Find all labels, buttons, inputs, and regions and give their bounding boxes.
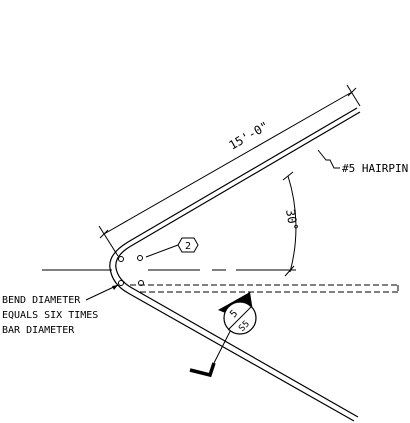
extension-line-left — [98, 225, 119, 257]
section-cut-end — [189, 362, 216, 378]
section-marker — [189, 291, 257, 378]
tick-right — [347, 87, 357, 97]
angle-tick-bottom — [284, 265, 295, 277]
section-bubble-divider — [227, 305, 253, 331]
dimension-length-label: 15'-0" — [227, 119, 272, 153]
cross-bar-bottom-left — [118, 280, 124, 286]
angle-tick-top — [282, 171, 294, 181]
callout-leader — [145, 244, 179, 258]
callout-number: 2 — [185, 241, 191, 252]
bend-note-leader — [85, 284, 119, 301]
cross-bar-top-right — [137, 255, 143, 261]
bend-note-line-2: EQUALS SIX TIMES — [2, 310, 98, 321]
bend-note-line-1: BEND DIAMETER — [2, 295, 81, 306]
length-dimension — [98, 84, 361, 257]
angle-label: 30° — [283, 208, 301, 232]
tick-left — [99, 229, 109, 239]
cross-bar-bottom-right — [138, 280, 144, 286]
angle-dimension — [282, 171, 297, 277]
extension-line-right — [346, 84, 361, 107]
cross-bar-top-left — [118, 256, 124, 262]
hairpin-bar — [109, 107, 361, 422]
bar-label-leader — [317, 149, 340, 169]
callout-tag — [145, 237, 199, 258]
dashed-slab-lines — [130, 284, 399, 293]
bar-label: #5 HAIRPIN — [342, 162, 408, 175]
cross-bars — [118, 255, 144, 286]
bend-note-line-3: BAR DIAMETER — [2, 325, 75, 336]
